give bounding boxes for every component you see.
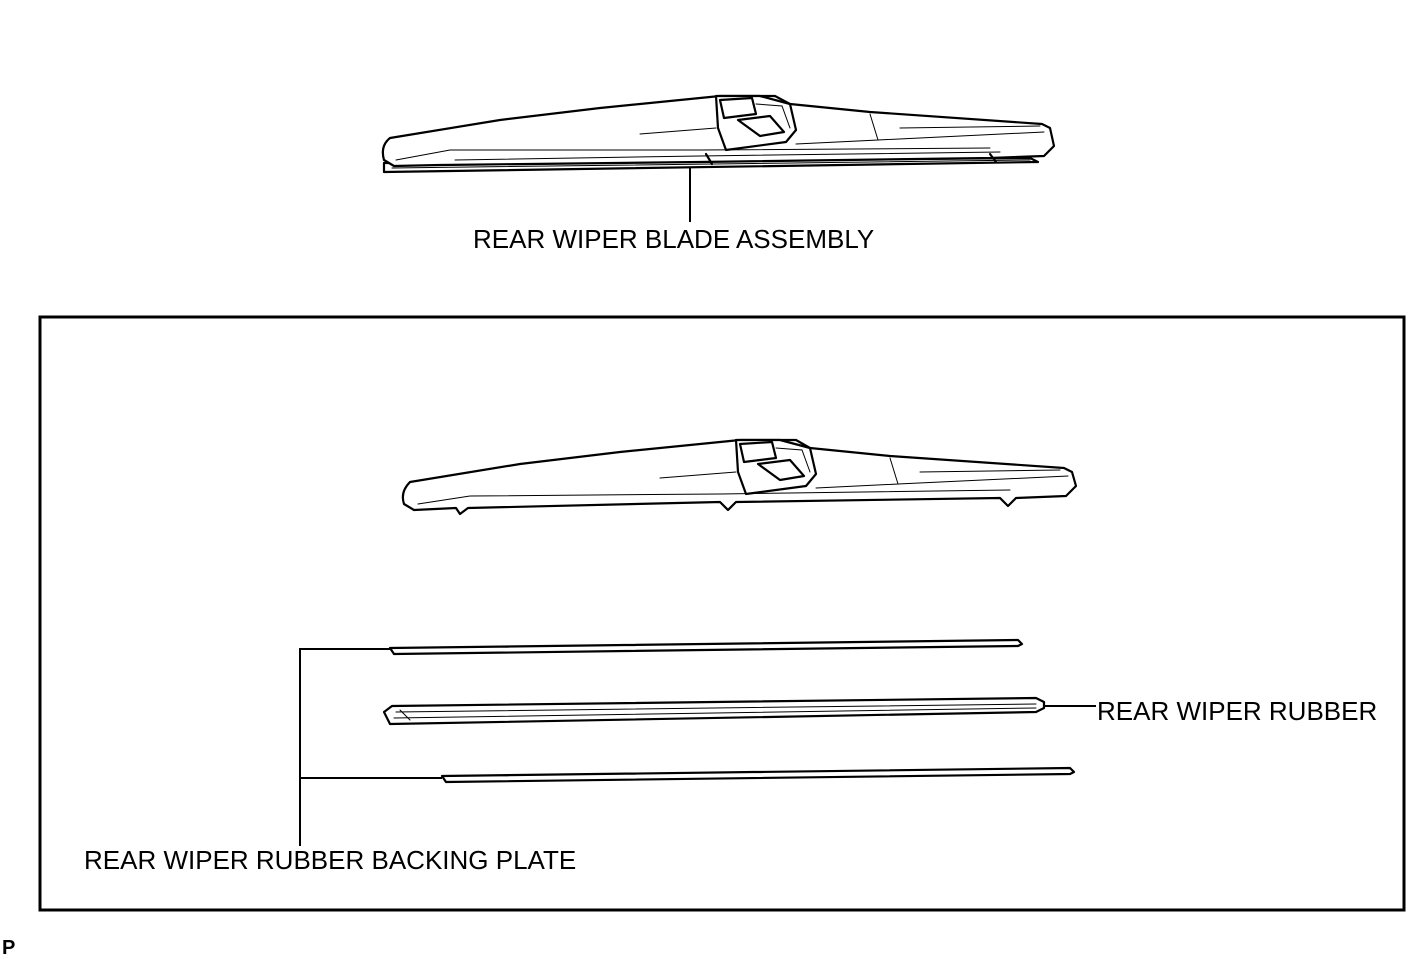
rear-wiper-blade-frame-drawing: [401, 438, 1078, 516]
backing-plate-leader-lines: [299, 648, 442, 846]
rear-wiper-rubber-drawing: [382, 696, 1096, 726]
label-rear-wiper-rubber: REAR WIPER RUBBER: [1097, 696, 1377, 726]
label-rear-wiper-rubber-backing-plate: REAR WIPER RUBBER BACKING PLATE: [84, 845, 576, 875]
rear-wiper-blade-assembly-drawing: [381, 94, 1056, 222]
corner-mark: P: [2, 937, 15, 959]
label-rear-wiper-blade-assembly: REAR WIPER BLADE ASSEMBLY: [473, 224, 874, 254]
exploded-view-frame: [38, 315, 1406, 912]
rear-wiper-rubber-backing-plate-upper-drawing: [388, 638, 1024, 656]
rear-wiper-rubber-backing-plate-lower-drawing: [440, 766, 1076, 784]
